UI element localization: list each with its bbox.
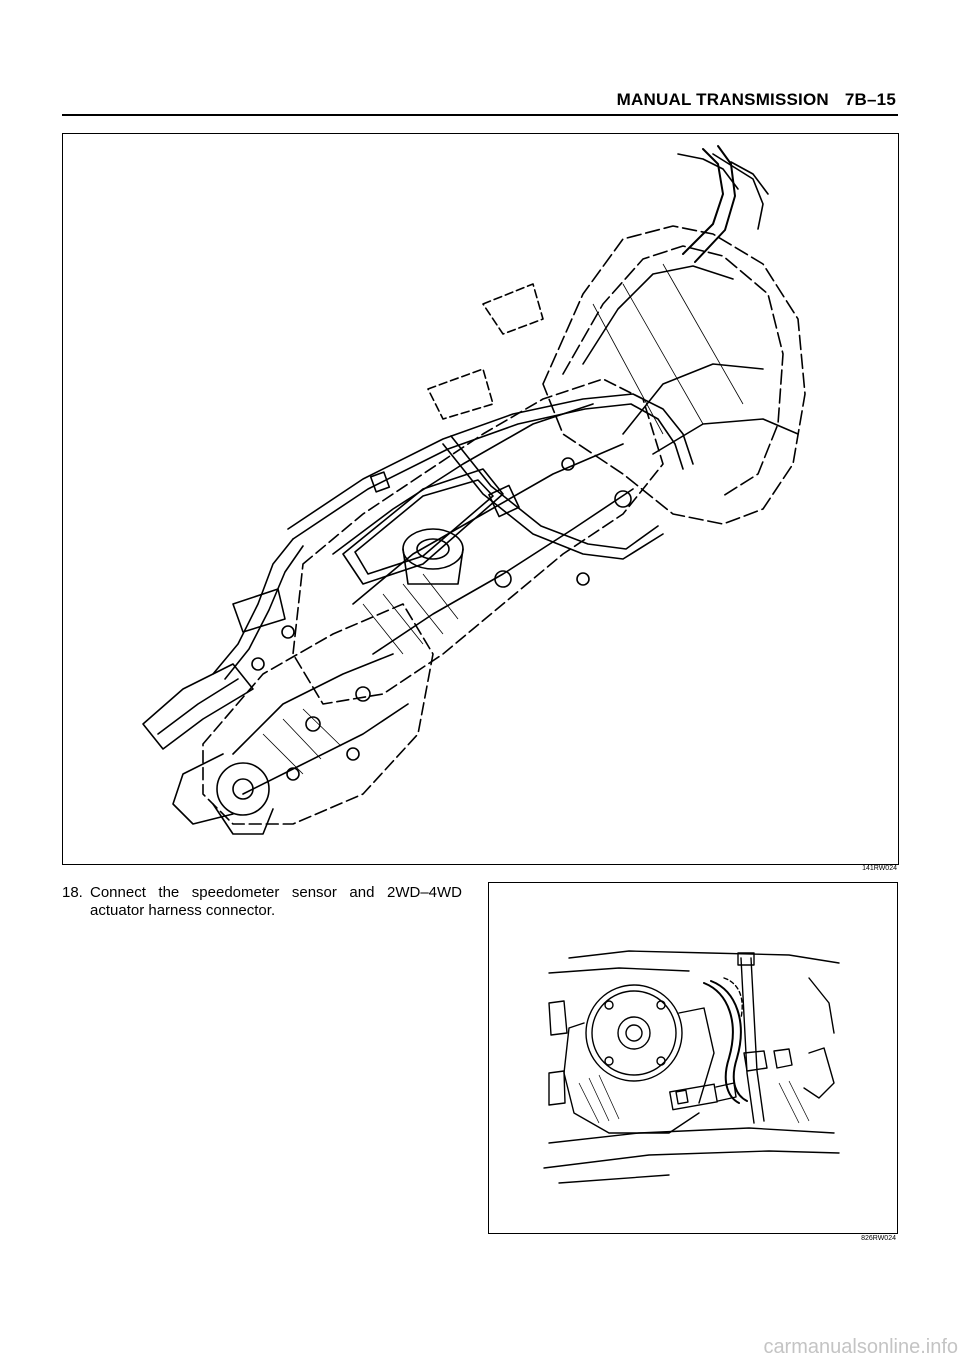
figure-code: 826RW024 [861,1235,896,1242]
watermark: carmanualsonline.info [763,1336,958,1358]
connector-illustration [543,950,840,1184]
header-rule [62,114,898,116]
step-text: Connect the speedometer sensor and 2WD–4… [90,884,462,919]
section-title: MANUAL TRANSMISSION [616,90,829,109]
page-header: MANUAL TRANSMISSION 7B–15 [596,90,896,110]
transmission-illustration [142,145,806,835]
step-number: 18. [62,884,83,901]
transmission-assembly-figure [62,133,899,865]
connector-figure [488,882,898,1234]
figure-code: 141RW024 [862,865,897,872]
page-number: 7B–15 [844,90,896,109]
